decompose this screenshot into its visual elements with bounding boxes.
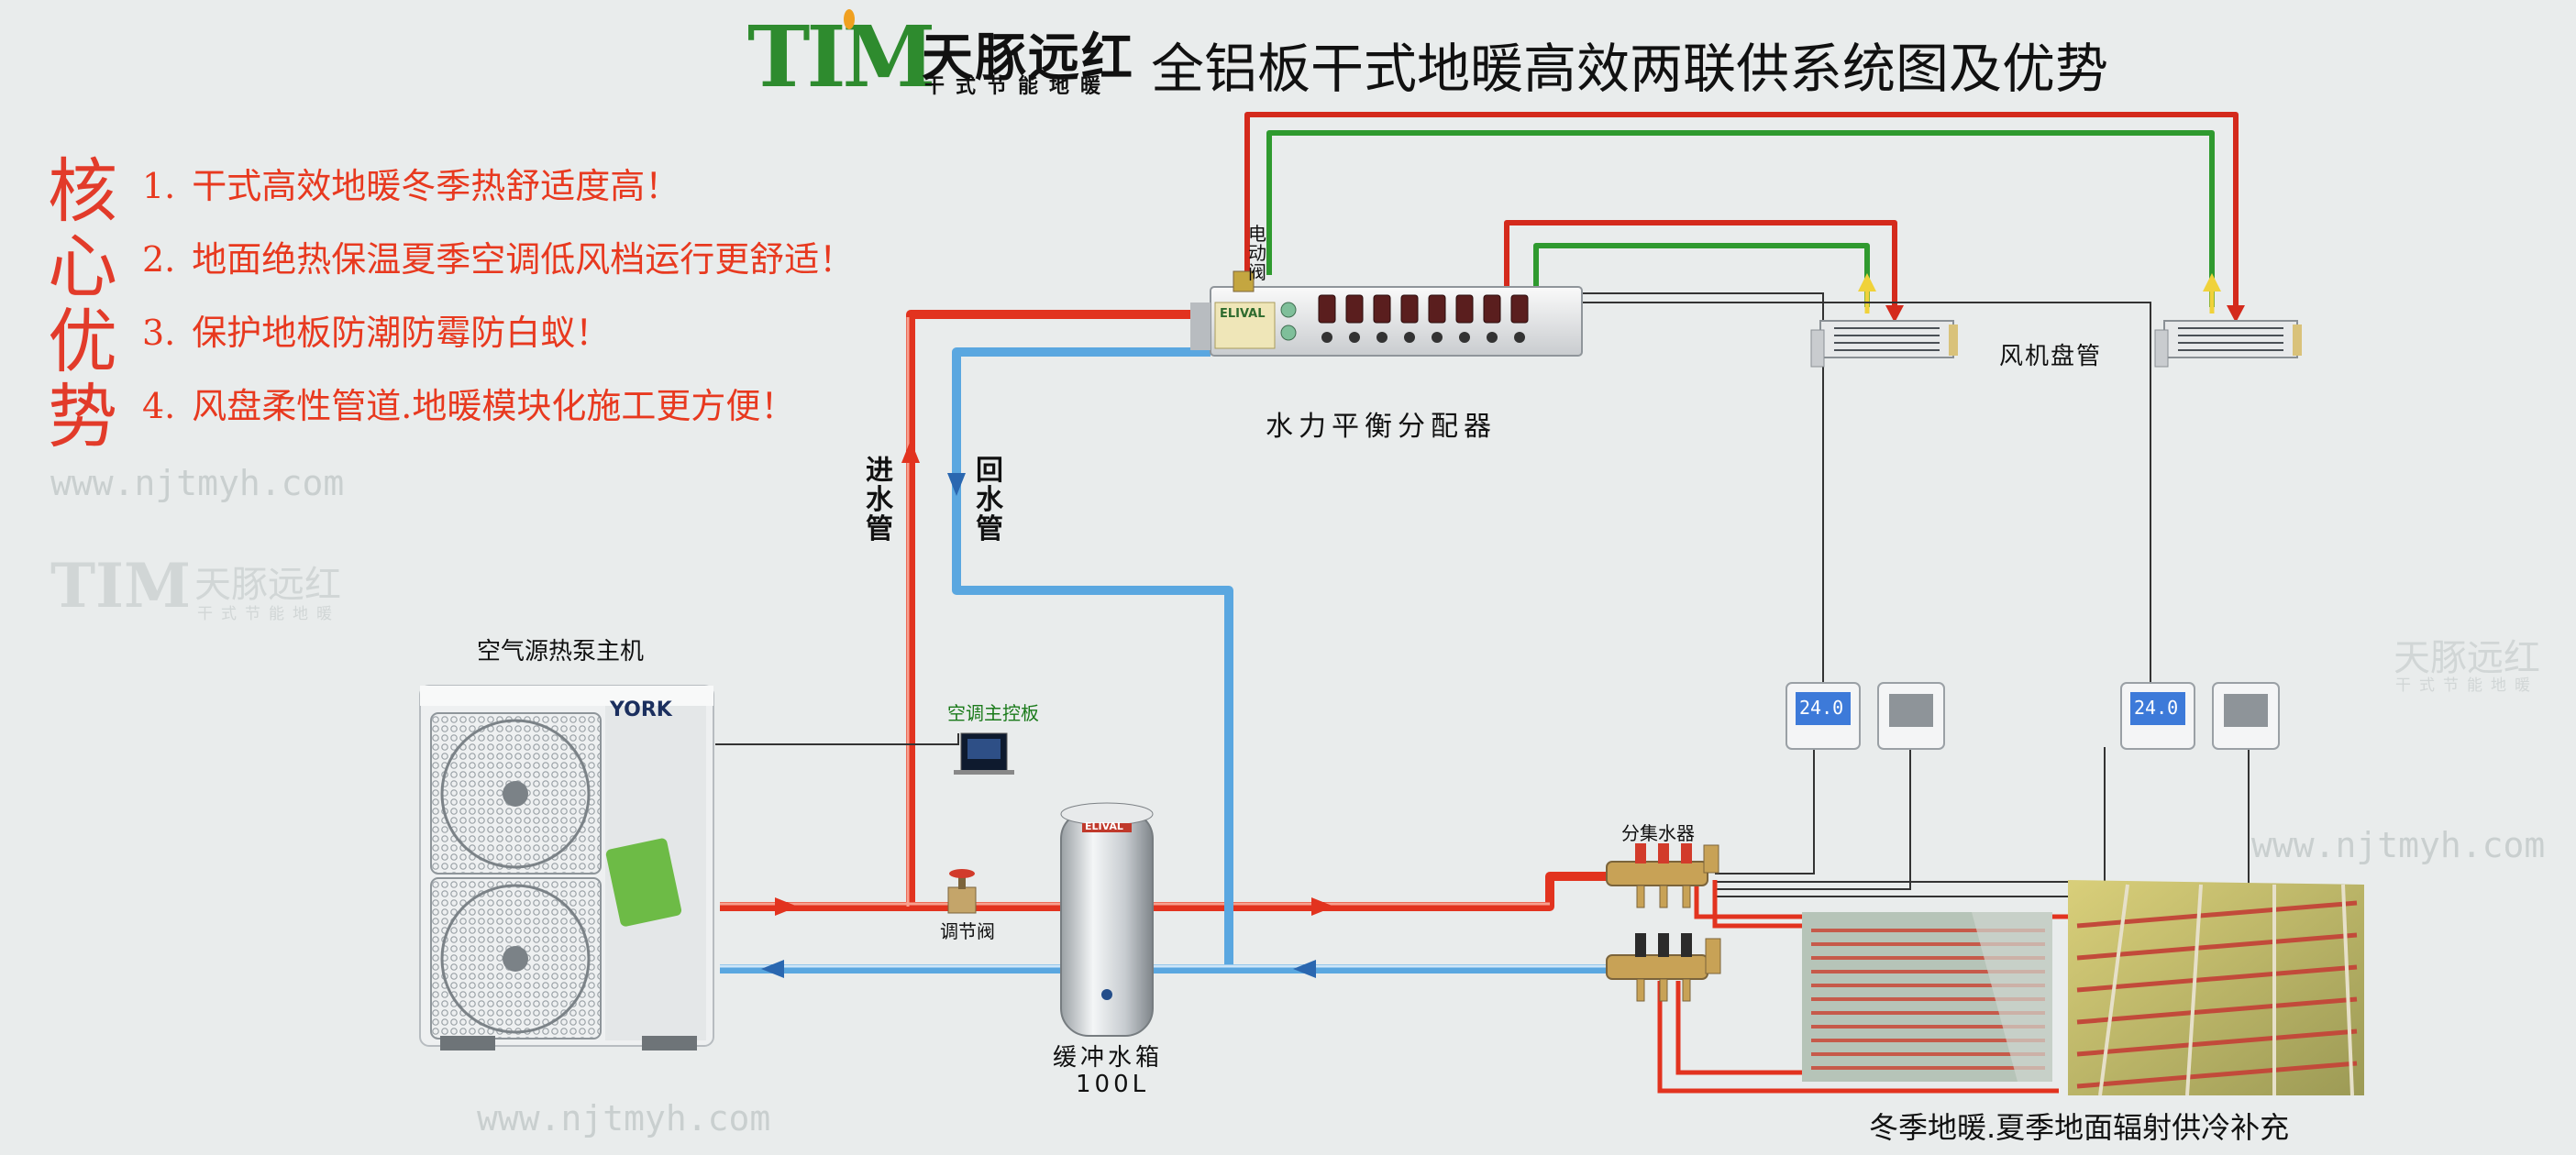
floor-caption: 冬季地暖.夏季地面辐射供冷补充: [1869, 1110, 2290, 1145]
advantage-num: 4.: [142, 386, 176, 426]
buffer-tank-capacity: 100L: [1076, 1071, 1150, 1098]
page-title: 全铝板干式地暖高效两联供系统图及优势: [1151, 38, 2109, 100]
flow-arrows: [761, 440, 1334, 978]
advantage-item-4: 4. 风盘柔性管道.地暖模块化施工更方便！: [142, 378, 795, 428]
adjust-valve-label: 调节阀: [940, 920, 995, 942]
buffer-tank: [1060, 802, 1154, 1037]
fan-coil-label: 风机盘管: [1999, 343, 2103, 370]
advantage-text: 保护地板防潮防霉防白蚁！: [192, 313, 611, 353]
advantage-item-3: 3. 保护地板防潮防霉防白蚁！: [142, 304, 610, 355]
thermostat-group-1: [1786, 682, 1945, 750]
electric-valve-label: 电动阀: [1248, 223, 1266, 283]
watermark-tagline: 干式节能地暖: [2395, 676, 2538, 695]
advantage-num: 3.: [142, 313, 176, 353]
thermostat-reading: 24.0: [1799, 697, 1844, 719]
advantage-item-1: 1. 干式高效地暖冬季热舒适度高！: [142, 158, 680, 208]
heat-pump-brand: YORK: [610, 698, 672, 721]
advantage-item-2: 2. 地面绝热保温夏季空调低风档运行更舒适！: [142, 231, 854, 281]
fan-coil-arrows: [1858, 273, 2245, 323]
control-panel-label: 空调主控板: [947, 702, 1039, 724]
brand-name: 天豚远红: [922, 28, 1134, 88]
fan-coil-loops: [1244, 112, 2239, 307]
control-wires: [715, 292, 2250, 897]
thermostat-group-2: [2120, 682, 2280, 750]
floor-photo-left: [1802, 912, 2052, 1082]
manifold-label: 分集水器: [1621, 822, 1695, 844]
fan-coil-unit-1: [1810, 320, 1958, 368]
return-pipe-label: 回水管: [976, 455, 1003, 545]
heat-pump-unit: [419, 685, 714, 1050]
fan-coil-unit-2: [2154, 320, 2302, 368]
floor-photo-right: [2068, 880, 2364, 1096]
return-pipe: [720, 347, 1623, 974]
heat-pump-label: 空气源热泵主机: [477, 638, 645, 666]
advantage-text: 干式高效地暖冬季热舒适度高！: [192, 166, 680, 206]
brand-logo-mark: TIM: [747, 7, 935, 106]
buffer-tank-label: 缓冲水箱: [1053, 1044, 1164, 1072]
advantage-num: 2.: [142, 239, 176, 280]
adjust-valve: [947, 869, 977, 914]
watermark-logo-mark: TIM: [50, 550, 192, 622]
advantage-text: 地面绝热保温夏季空调低风档运行更舒适！: [192, 239, 855, 280]
watermark-brand: 天豚远红: [194, 564, 341, 606]
hydraulic-distributor: [1190, 270, 1583, 357]
distributor-brand: ELIVAL: [1220, 307, 1266, 321]
advantage-text: 风盘柔性管道.地暖模块化施工更方便！: [192, 386, 796, 426]
manifold: [1606, 843, 1721, 1002]
flame-icon: [844, 9, 855, 29]
inlet-pipe-label: 进水管: [866, 455, 893, 545]
watermark-url: www.njtmyh.com: [50, 463, 345, 503]
main-control-panel: [954, 732, 1014, 775]
watermark-url: www.njtmyh.com: [2251, 825, 2546, 865]
advantages-heading: 核心优势: [48, 150, 117, 457]
watermark-brand: 天豚远红: [2394, 637, 2540, 679]
watermark-url: www.njtmyh.com: [477, 1098, 771, 1138]
watermark-tagline: 干式节能地暖: [197, 605, 340, 623]
advantage-num: 1.: [142, 166, 176, 206]
tank-brand: ELIVAL: [1085, 820, 1123, 832]
thermostat-reading: 24.0: [2134, 697, 2179, 719]
distributor-label: 水力平衡分配器: [1266, 411, 1497, 443]
brand-tagline: 干式节能地暖: [924, 75, 1112, 98]
